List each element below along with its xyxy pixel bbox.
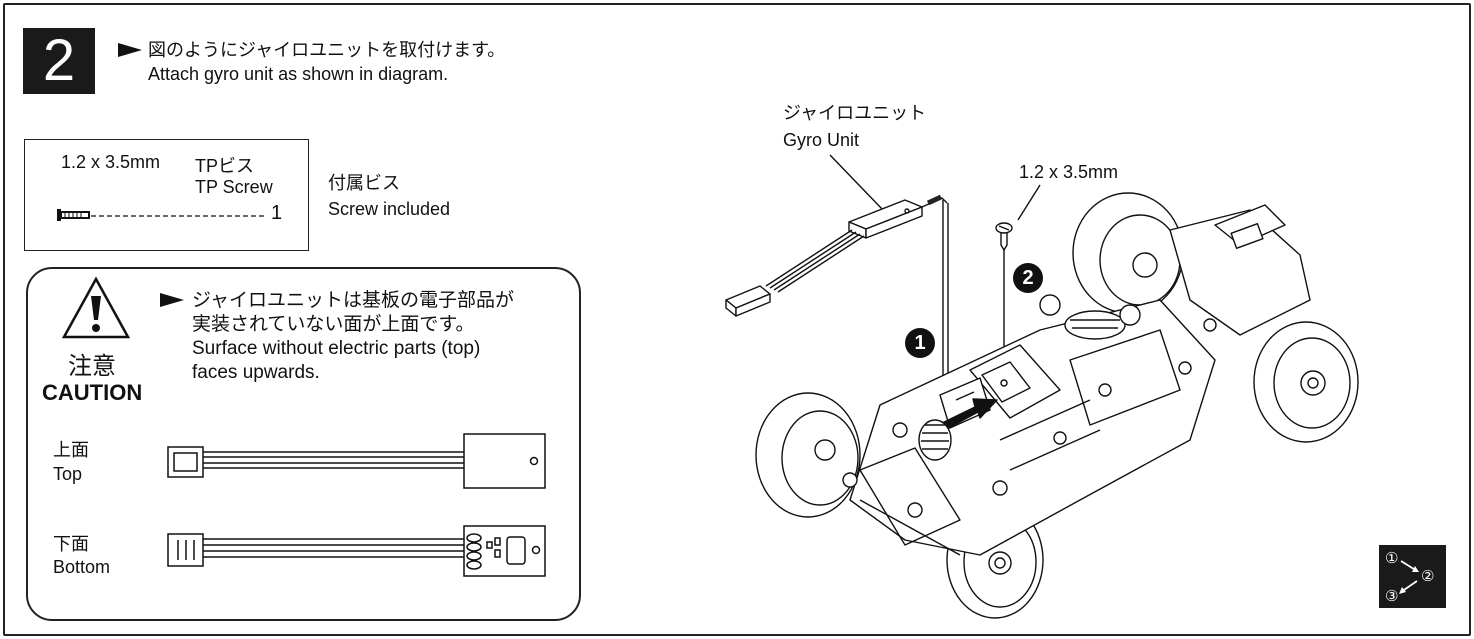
screw-icon — [57, 209, 267, 221]
warning-icon — [61, 276, 131, 339]
instruction: 図のようにジャイロユニットを取付けます。 Attach gyro unit as… — [118, 38, 505, 86]
gyro-label-jp: ジャイロユニット — [783, 103, 927, 123]
sequence-badge: ① ② ③ — [1379, 545, 1446, 608]
instruction-jp: 図のようにジャイロユニットを取付けます。 — [148, 40, 506, 60]
pointer-arrow-icon — [160, 293, 184, 307]
top-view-label-en: Top — [53, 464, 83, 484]
screw-name-jp: TPビス — [195, 156, 255, 176]
sequence-3: ③ — [1385, 588, 1399, 605]
bottom-view-label-jp: 下面 — [53, 534, 89, 554]
step-number: 2 — [23, 28, 95, 94]
screw-quantity: 1 — [271, 202, 283, 224]
screw-size: 1.2 x 3.5mm — [61, 152, 161, 172]
included-jp: 付属ビス — [328, 173, 400, 193]
caution-label-jp: 注意 — [68, 353, 116, 380]
gyro-unit-label: ジャイロユニット Gyro Unit — [783, 100, 926, 154]
page-frame — [3, 3, 1471, 636]
caution-text: ジャイロユニットは基板の電子部品が 実装されていない面が上面です。 Surfac… — [160, 289, 514, 385]
screw-box: 1.2 x 3.5mm TPビス TP Screw 1 — [24, 139, 309, 251]
sequence-1: ① — [1385, 550, 1399, 567]
top-view-label-jp: 上面 — [53, 440, 89, 460]
diagram-screw-label: 1.2 x 3.5mm — [1019, 162, 1119, 182]
sequence-2: ② — [1421, 568, 1435, 585]
step-1-badge: 1 — [905, 328, 935, 358]
instruction-en: Attach gyro unit as shown in diagram. — [148, 64, 449, 84]
caution-label-en: CAUTION — [42, 380, 143, 405]
sequence-arrows-icon — [1399, 560, 1419, 594]
pointer-arrow-icon — [118, 43, 142, 57]
screw-name-en: TP Screw — [195, 177, 273, 197]
included-en: Screw included — [328, 199, 451, 219]
caution-line-4: faces upwards. — [192, 362, 320, 383]
caution-line-2: 実装されていない面が上面です。 — [192, 314, 475, 335]
caution-line-1: ジャイロユニットは基板の電子部品が — [192, 290, 515, 311]
caution-line-3: Surface without electric parts (top) — [192, 338, 481, 359]
screw-included-note: 付属ビス Screw included — [328, 170, 450, 222]
step-2-badge: 2 — [1013, 263, 1043, 293]
bottom-view-label-en: Bottom — [53, 557, 111, 577]
caution-box — [26, 267, 581, 621]
gyro-label-en: Gyro Unit — [783, 130, 860, 150]
